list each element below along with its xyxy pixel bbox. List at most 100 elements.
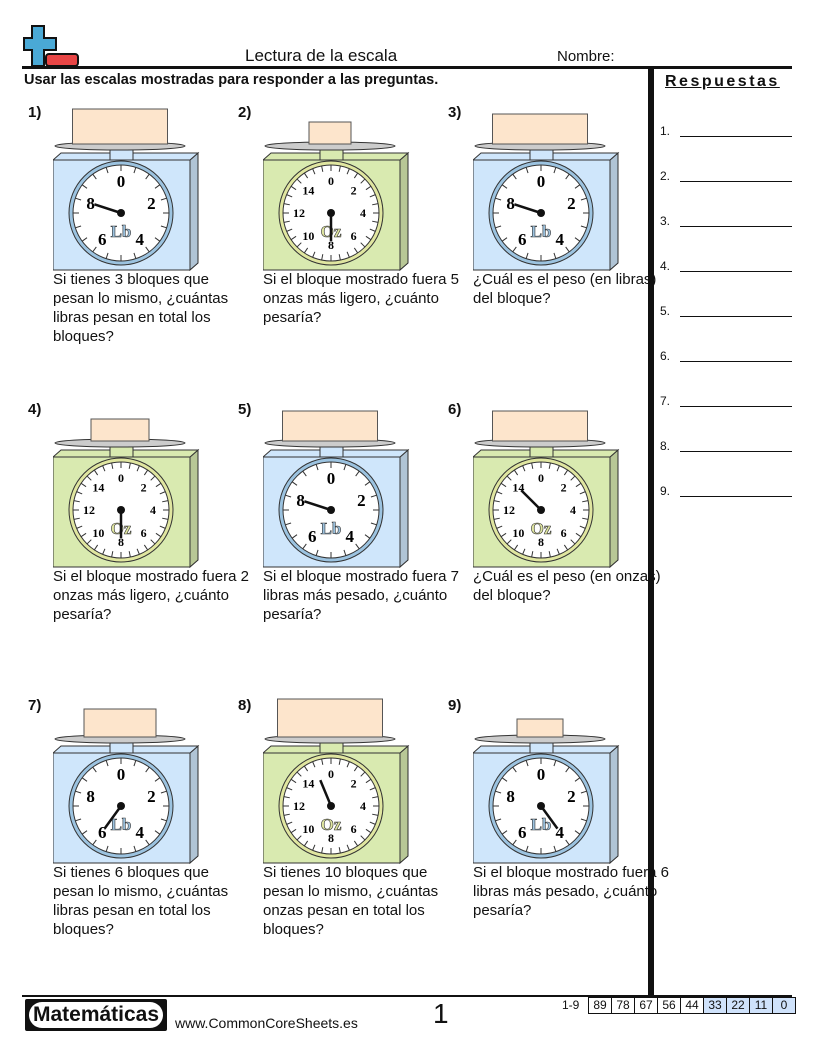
weight-block (516, 718, 564, 738)
dial-tick (496, 525, 503, 529)
dial-tick (286, 228, 293, 232)
answer-line[interactable]: 1. (660, 124, 795, 138)
dial-tick (136, 465, 140, 472)
dial-tick (80, 482, 87, 488)
answer-blank[interactable] (680, 406, 792, 407)
dial-tick (570, 475, 576, 481)
answer-blank[interactable] (680, 361, 792, 362)
question-number: 5) (238, 401, 252, 418)
score-cell: 89 (593, 998, 607, 1012)
dial-label: 0 (118, 471, 124, 485)
dial-tick (315, 464, 319, 471)
dial-tick (133, 252, 137, 259)
answer-line[interactable]: 2. (660, 169, 795, 183)
dial-tick (525, 167, 529, 174)
needle-pivot (117, 506, 125, 514)
dial-label: 10 (512, 526, 524, 540)
needle-pivot (327, 802, 335, 810)
dial-label: 4 (346, 527, 355, 546)
dial-tick (290, 778, 297, 784)
dial-label: 8 (538, 535, 544, 549)
dial-tick (285, 522, 292, 526)
dial-tick (580, 790, 587, 794)
weight-block (277, 698, 383, 738)
needle-pivot (537, 506, 545, 514)
dial-tick (154, 184, 161, 189)
answer-blank[interactable] (680, 496, 792, 497)
dial-tick (81, 830, 88, 835)
answer-line[interactable]: 3. (660, 214, 795, 228)
dial-tick (365, 778, 372, 784)
dial-label: 12 (293, 799, 305, 813)
dial-tick (111, 551, 114, 558)
answer-line[interactable]: 7. (660, 394, 795, 408)
dial-tick (565, 839, 570, 846)
page-number: 1 (433, 998, 449, 1029)
answer-line[interactable]: 4. (660, 259, 795, 273)
dial-tick (75, 225, 82, 229)
dial-tick (353, 765, 359, 772)
answer-blank[interactable] (680, 316, 792, 317)
dial-tick (154, 777, 161, 782)
dial-tick (512, 246, 517, 253)
dial-tick (531, 551, 534, 558)
dial-tick (133, 845, 137, 852)
unit-label: Lb (321, 519, 342, 538)
dial-label: 4 (360, 799, 366, 813)
dial-tick (501, 777, 508, 782)
answer-line[interactable]: 8. (660, 439, 795, 453)
dial-tick (296, 835, 302, 841)
dial-tick (355, 470, 360, 477)
answer-blank[interactable] (680, 451, 792, 452)
dial-tick (548, 551, 551, 558)
dial-tick (321, 165, 324, 172)
dial-tick (574, 184, 581, 189)
needle-pivot (117, 802, 125, 810)
answer-number: 1. (660, 124, 671, 138)
dial-tick (105, 845, 109, 852)
answer-line[interactable]: 9. (660, 484, 795, 498)
answer-blank[interactable] (680, 136, 792, 137)
question-number: 8) (238, 697, 252, 714)
dial-tick (565, 766, 570, 773)
dial-tick (495, 790, 502, 794)
dial-tick (506, 539, 512, 545)
dial-tick (364, 481, 371, 486)
question-text: Si el bloque mostrado fuera 2 onzas más … (53, 568, 249, 623)
dial-tick (575, 532, 582, 538)
dial-label: 10 (302, 229, 314, 243)
question-text: Si tienes 10 bloques que pesan lo mismo,… (263, 864, 439, 938)
dial-tick (160, 818, 167, 822)
answer-blank[interactable] (680, 226, 792, 227)
dial-needle (319, 779, 333, 807)
dial-tick (553, 845, 557, 852)
question-text: ¿Cuál es el peso (en libras) del bloque? (473, 271, 657, 307)
dial-label: 12 (293, 206, 305, 220)
dial-label: 2 (147, 194, 156, 213)
dial-tick (286, 194, 293, 198)
answer-line[interactable]: 5. (660, 304, 795, 318)
answer-blank[interactable] (680, 271, 792, 272)
dial-label: 2 (561, 481, 567, 495)
dial-label: 2 (351, 777, 357, 791)
dial-tick (154, 830, 161, 835)
answer-line[interactable]: 6. (660, 349, 795, 363)
dial-tick (145, 173, 150, 180)
dial-label: 10 (302, 822, 314, 836)
answer-blank[interactable] (680, 181, 792, 182)
score-cell: 78 (611, 998, 634, 1013)
dial-tick (283, 813, 290, 816)
dial-label: 4 (136, 823, 145, 842)
dial-tick (369, 821, 376, 825)
dial-label: 8 (506, 787, 514, 806)
dial-tick (338, 165, 341, 172)
website: www.CommonCoreSheets.es (175, 1015, 358, 1031)
dial-tick (73, 500, 80, 503)
dial-label: 0 (537, 172, 546, 191)
dial-label: 12 (83, 503, 95, 517)
dial-tick (343, 464, 347, 471)
unit-label: Lb (111, 815, 132, 834)
weight-block (282, 410, 378, 442)
dial-tick (370, 522, 377, 526)
